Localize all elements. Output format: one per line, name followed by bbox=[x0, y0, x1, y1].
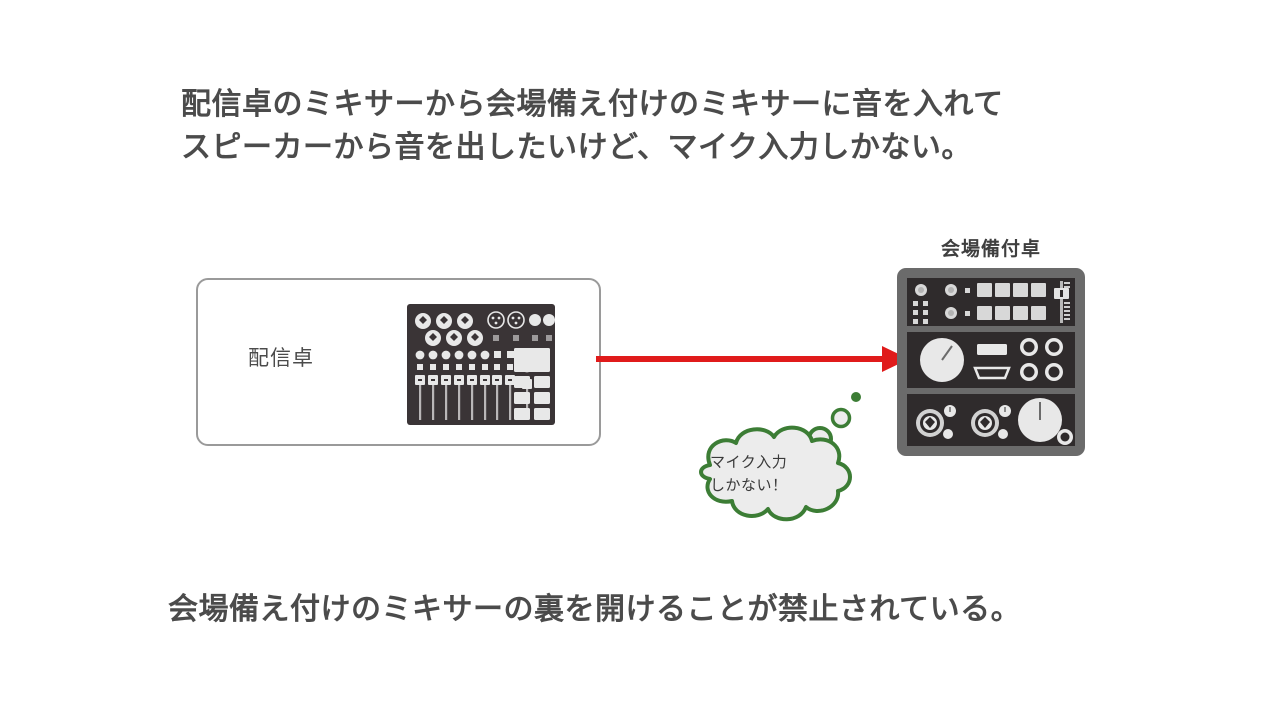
venue-desk-unit bbox=[897, 268, 1085, 456]
streaming-mixer-icon bbox=[407, 304, 555, 425]
display-screen bbox=[977, 344, 1007, 355]
venue-desk-label: 会場備付卓 bbox=[940, 239, 1041, 260]
footer-text: 会場備え付けのミキサーの裏を開けることが禁止されている。 bbox=[168, 593, 1022, 626]
bubble-dot-medium bbox=[830, 407, 852, 429]
rack-unit-icon bbox=[897, 268, 1085, 456]
streaming-desk-box: 配信卓 bbox=[196, 278, 601, 446]
speech-bubble-text: マイク入力 しかない！ bbox=[710, 454, 788, 495]
combo-jack-2 bbox=[971, 405, 1011, 439]
combo-jack-1 bbox=[916, 405, 956, 439]
speech-bubble: マイク入力 しかない！ bbox=[668, 383, 893, 528]
signal-arrow-icon bbox=[596, 346, 909, 372]
headline-text: 配信卓のミキサーから会場備え付けのミキサーに音を入れて スピーカーから音を出した… bbox=[181, 88, 1004, 164]
bubble-dot-small bbox=[851, 392, 861, 402]
jack-group bbox=[1020, 338, 1063, 381]
cloud-shape-icon bbox=[699, 392, 861, 522]
streaming-desk-label: 配信卓 bbox=[248, 347, 314, 370]
